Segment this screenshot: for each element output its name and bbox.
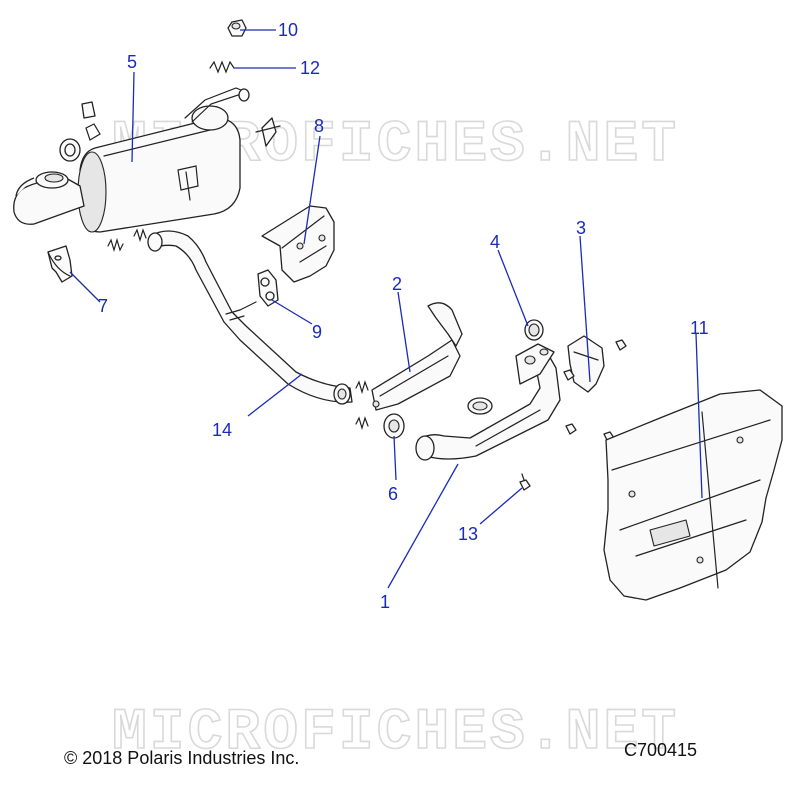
- upper-heat-shield-part[interactable]: [261, 205, 335, 283]
- clamp-ring-part[interactable]: [524, 319, 544, 341]
- callout-8: 8: [314, 116, 324, 136]
- mid-heat-shield-part[interactable]: [371, 302, 463, 411]
- muffler-gasket-part[interactable]: [59, 138, 81, 162]
- flange-gasket-part[interactable]: [467, 397, 493, 415]
- callout-3: 3: [576, 218, 586, 238]
- watermark-bottom: MICROFICHES.NET: [112, 701, 679, 766]
- diagram-id: C700415: [624, 740, 698, 760]
- large-heat-shield-part[interactable]: [603, 389, 783, 601]
- callout-9: 9: [312, 322, 322, 342]
- bolts-part[interactable]: [563, 339, 627, 443]
- exhaust-gasket-part[interactable]: [383, 413, 405, 439]
- spring-part[interactable]: [209, 60, 235, 74]
- headpipe-part[interactable]: [147, 230, 353, 405]
- callout-11: 11: [690, 318, 709, 338]
- callout-2: 2: [392, 274, 402, 294]
- callout-5: 5: [127, 52, 137, 72]
- callout-7: 7: [98, 296, 108, 316]
- callout-4: 4: [490, 232, 500, 252]
- callout-1: 1: [380, 592, 390, 612]
- callout-14: 14: [212, 420, 232, 440]
- muffler-part[interactable]: [13, 87, 250, 233]
- callout-10: 10: [278, 20, 298, 40]
- callout-12: 12: [300, 58, 320, 78]
- leader-lines: [69, 29, 703, 589]
- muffler-bracket-part[interactable]: [47, 245, 73, 283]
- callout-6: 6: [388, 484, 398, 504]
- small-heat-shield-part[interactable]: [567, 335, 605, 393]
- copyright-text: © 2018 Polaris Industries Inc.: [64, 748, 300, 768]
- springs-muffler-part[interactable]: [107, 228, 147, 253]
- muffler-bumper-part[interactable]: [81, 101, 101, 141]
- nut-part[interactable]: [227, 19, 247, 37]
- shield-bolt-part[interactable]: [519, 473, 531, 491]
- muffler-clamp-part[interactable]: [255, 117, 281, 147]
- callout-13: 13: [458, 524, 478, 544]
- springs-headpipe-part[interactable]: [355, 380, 369, 431]
- exhaust-pipe-part[interactable]: [415, 343, 561, 461]
- mount-bracket-part[interactable]: [257, 269, 279, 307]
